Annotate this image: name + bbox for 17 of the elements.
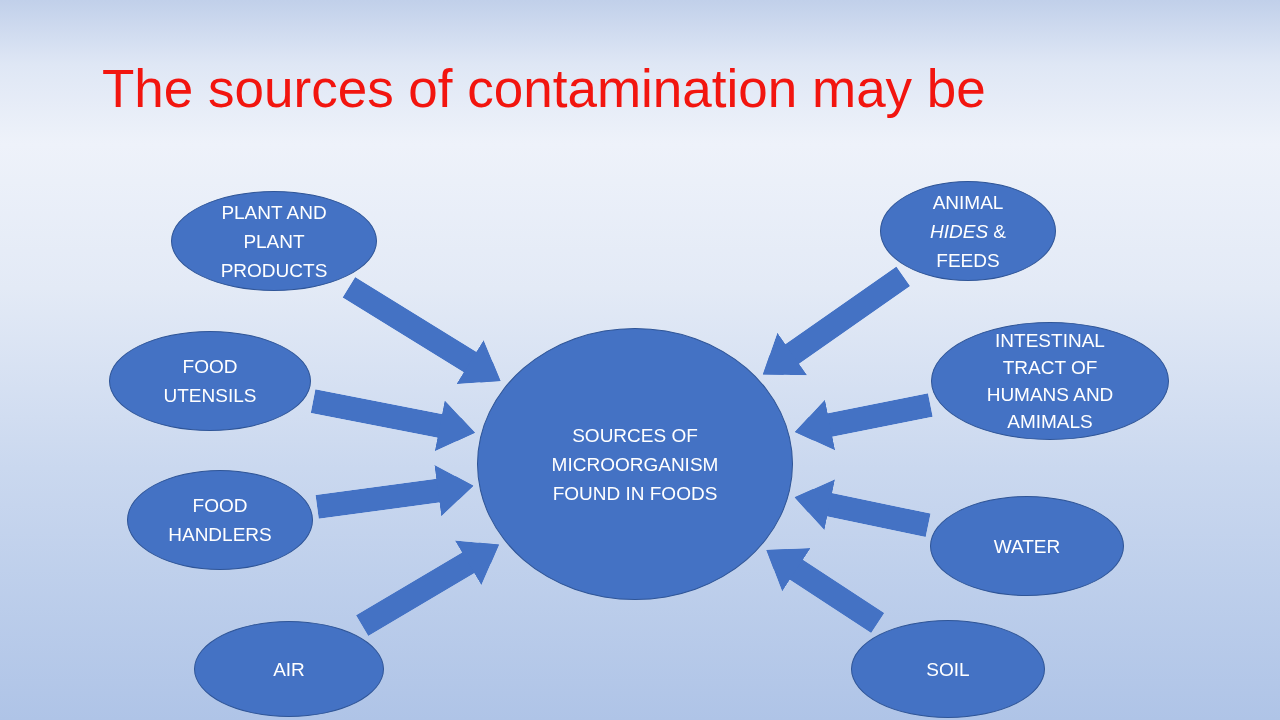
node-text: PLANT AND PLANT PRODUCTS xyxy=(219,200,329,283)
block-arrow xyxy=(762,266,911,376)
node-text: FOOD UTENSILS xyxy=(162,355,258,408)
node-text: INTESTINAL TRACT OF HUMANS AND AMIMALS xyxy=(985,329,1115,434)
node-text: WATER xyxy=(993,534,1061,559)
node-text: ANIMAL HIDES & FEEDS xyxy=(929,190,1007,273)
block-arrow xyxy=(794,479,931,538)
node-text: FOOD HANDLERS xyxy=(167,494,273,547)
node-text: SOURCES OF MICROORGANISM FOUND IN FOODS xyxy=(550,423,720,506)
node-text: SOIL xyxy=(926,657,970,682)
block-arrow xyxy=(356,540,500,636)
block-arrow xyxy=(315,464,474,519)
block-arrow xyxy=(766,548,885,633)
block-arrow xyxy=(794,393,933,451)
node-text: AIR xyxy=(273,657,305,682)
block-arrow xyxy=(342,277,501,385)
block-arrow xyxy=(310,389,475,452)
